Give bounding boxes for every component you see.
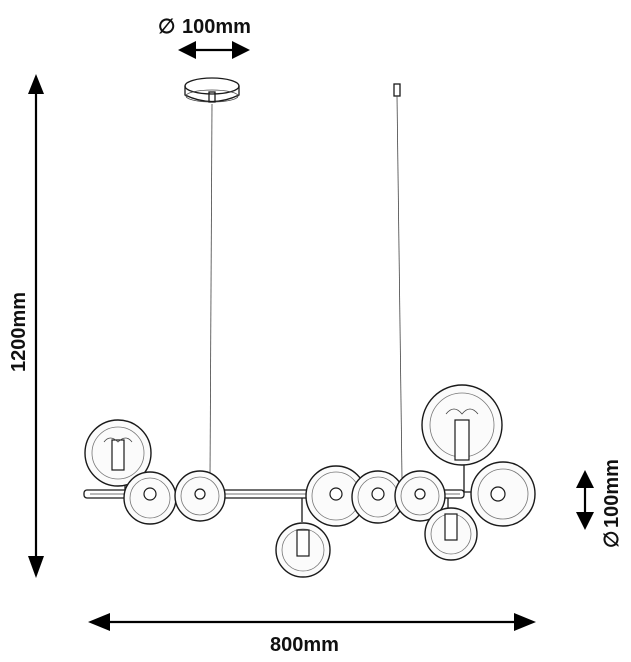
globe-light — [470, 461, 536, 527]
globe-light — [275, 522, 331, 578]
height-arrow-top — [28, 74, 44, 94]
suspension-cable-right — [396, 95, 403, 479]
globe-light — [394, 470, 446, 522]
globe-diameter-label: 100mm — [601, 459, 623, 528]
globe-light — [424, 507, 478, 561]
ceiling-canopy — [184, 77, 240, 103]
canopy-diameter-dimension: ∅ 100mm — [158, 16, 251, 59]
cable-gripper — [393, 83, 401, 97]
globe-light — [123, 471, 177, 525]
globe-light — [351, 470, 405, 524]
height-dimension: 1200mm — [8, 74, 44, 578]
height-arrow-bottom — [28, 556, 44, 578]
suspension-cable-left — [209, 103, 213, 479]
globe-light — [84, 419, 152, 487]
height-label: 1200mm — [8, 292, 30, 372]
globe-light — [421, 384, 503, 466]
chandelier-drawing — [83, 77, 536, 578]
globe-arrow-bottom — [576, 512, 594, 530]
globe-arrow-top — [576, 470, 594, 488]
canopy-width-arrow — [178, 41, 250, 59]
width-arrow-left — [88, 613, 110, 631]
width-dimension: 800mm — [88, 613, 536, 656]
width-label: 800mm — [270, 634, 339, 656]
diameter-symbol-right: ∅ — [601, 531, 623, 548]
diameter-symbol-top: ∅ — [158, 16, 175, 38]
canopy-diameter-label: 100mm — [182, 16, 251, 38]
globe-light — [174, 470, 226, 522]
globe-diameter-dimension: 100mm ∅ — [576, 459, 623, 548]
width-arrow-right — [514, 613, 536, 631]
